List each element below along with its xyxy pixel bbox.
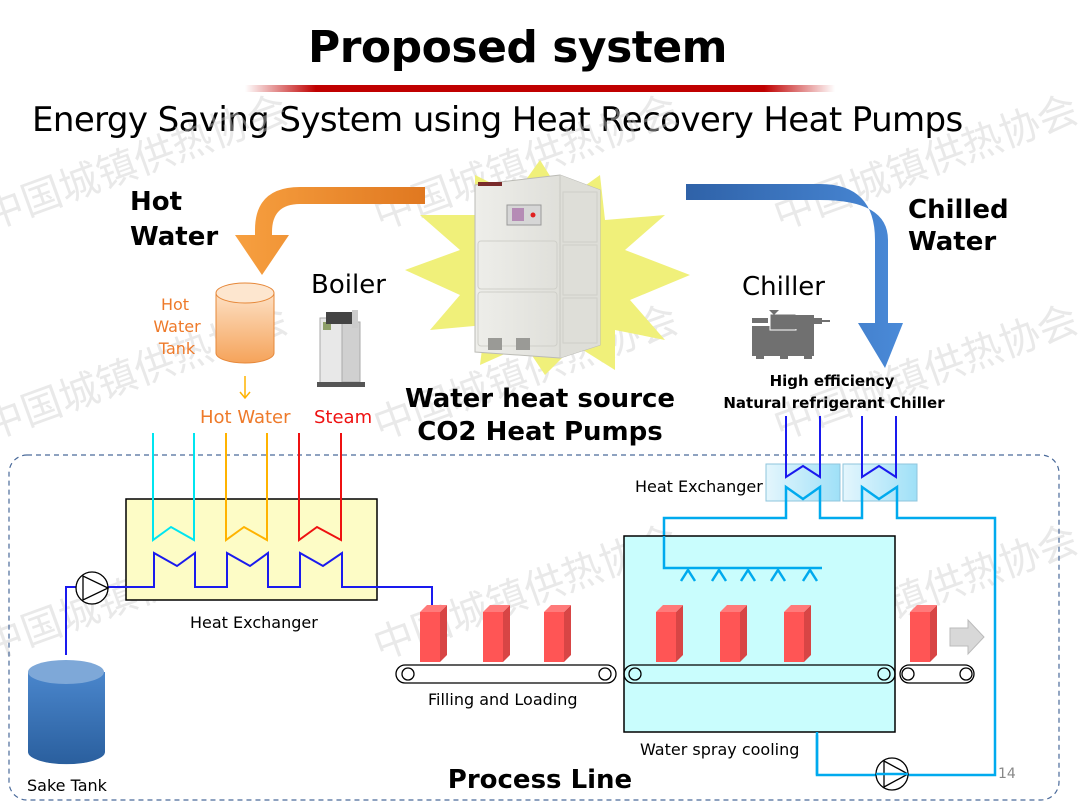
co2-heat-pump-icon [474,174,601,359]
bottle-icon [910,605,937,662]
chilled-water-arrow [686,184,903,368]
page-number: 14 [998,766,1016,782]
heat-exchanger-left-label: Heat Exchanger [190,613,318,632]
hot-water-tank-label: Water [153,317,201,336]
exit-arrow-icon [949,618,985,656]
cold-supply-pipe [152,433,195,542]
steam-supply-label: Steam [314,407,372,428]
heat-pump-label: CO2 Heat Pumps [417,417,663,447]
process-line-boundary [8,454,1060,801]
pump-right-icon [875,757,910,791]
hot-water-tank-icon [215,282,275,364]
sake-tank-label: Sake Tank [27,776,108,795]
conveyor-exit [899,664,975,684]
hot-water-pipe [225,433,268,542]
conveyor-filling [395,664,617,684]
hot-water-tank-label: Hot [161,295,189,314]
bottle-icon [483,605,510,662]
product-pipe [65,551,433,655]
bottle-icon [720,605,747,662]
chiller-pipe-2 [861,416,897,479]
bottle-icon [784,605,811,662]
spray-header-pipe [662,536,822,570]
chiller-label: Chiller [742,272,825,302]
hot-water-flow-label: Water [130,222,218,252]
heat-pump-label: Water heat source [405,384,675,414]
title-underline [245,85,835,92]
bottle-icon [544,605,571,662]
heat-exchanger-left [125,498,378,601]
steam-pipe [298,433,342,542]
process-line-label: Process Line [448,765,632,795]
chiller-icon [752,310,830,359]
spray-nozzles-icon [679,567,819,582]
chiller-description: Natural refrigerant Chiller [723,394,945,412]
bottle-icon [656,605,683,662]
chilled-water-flow-label: Chilled [908,195,1009,225]
chiller-pipe-1 [785,416,821,479]
chiller-description: High efficiency [770,372,895,390]
filling-loading-label: Filling and Loading [428,690,578,709]
pump-left-icon [75,571,110,605]
chilled-water-flow-label: Water [908,227,996,257]
boiler-icon [317,310,365,387]
bottle-icon [420,605,447,662]
hot-water-supply-label: Hot Water [200,407,291,428]
boiler-label: Boiler [311,270,386,300]
conveyor-cooling [623,664,896,684]
cooling-water-pipe [662,484,997,777]
hot-water-arrow [235,187,425,275]
heat-exchanger-right [765,463,918,502]
hot-water-tank-label: Tank [158,339,196,358]
sake-tank-icon [28,660,105,765]
page-title: Proposed system [307,22,728,73]
hot-water-flow-label: Hot [130,187,182,217]
subtitle: Energy Saving System using Heat Recovery… [32,100,963,140]
heat-exchanger-right-label: Heat Exchanger [635,477,763,496]
down-arrow-icon [239,376,251,400]
water-spray-cooling-label: Water spray cooling [640,740,799,759]
